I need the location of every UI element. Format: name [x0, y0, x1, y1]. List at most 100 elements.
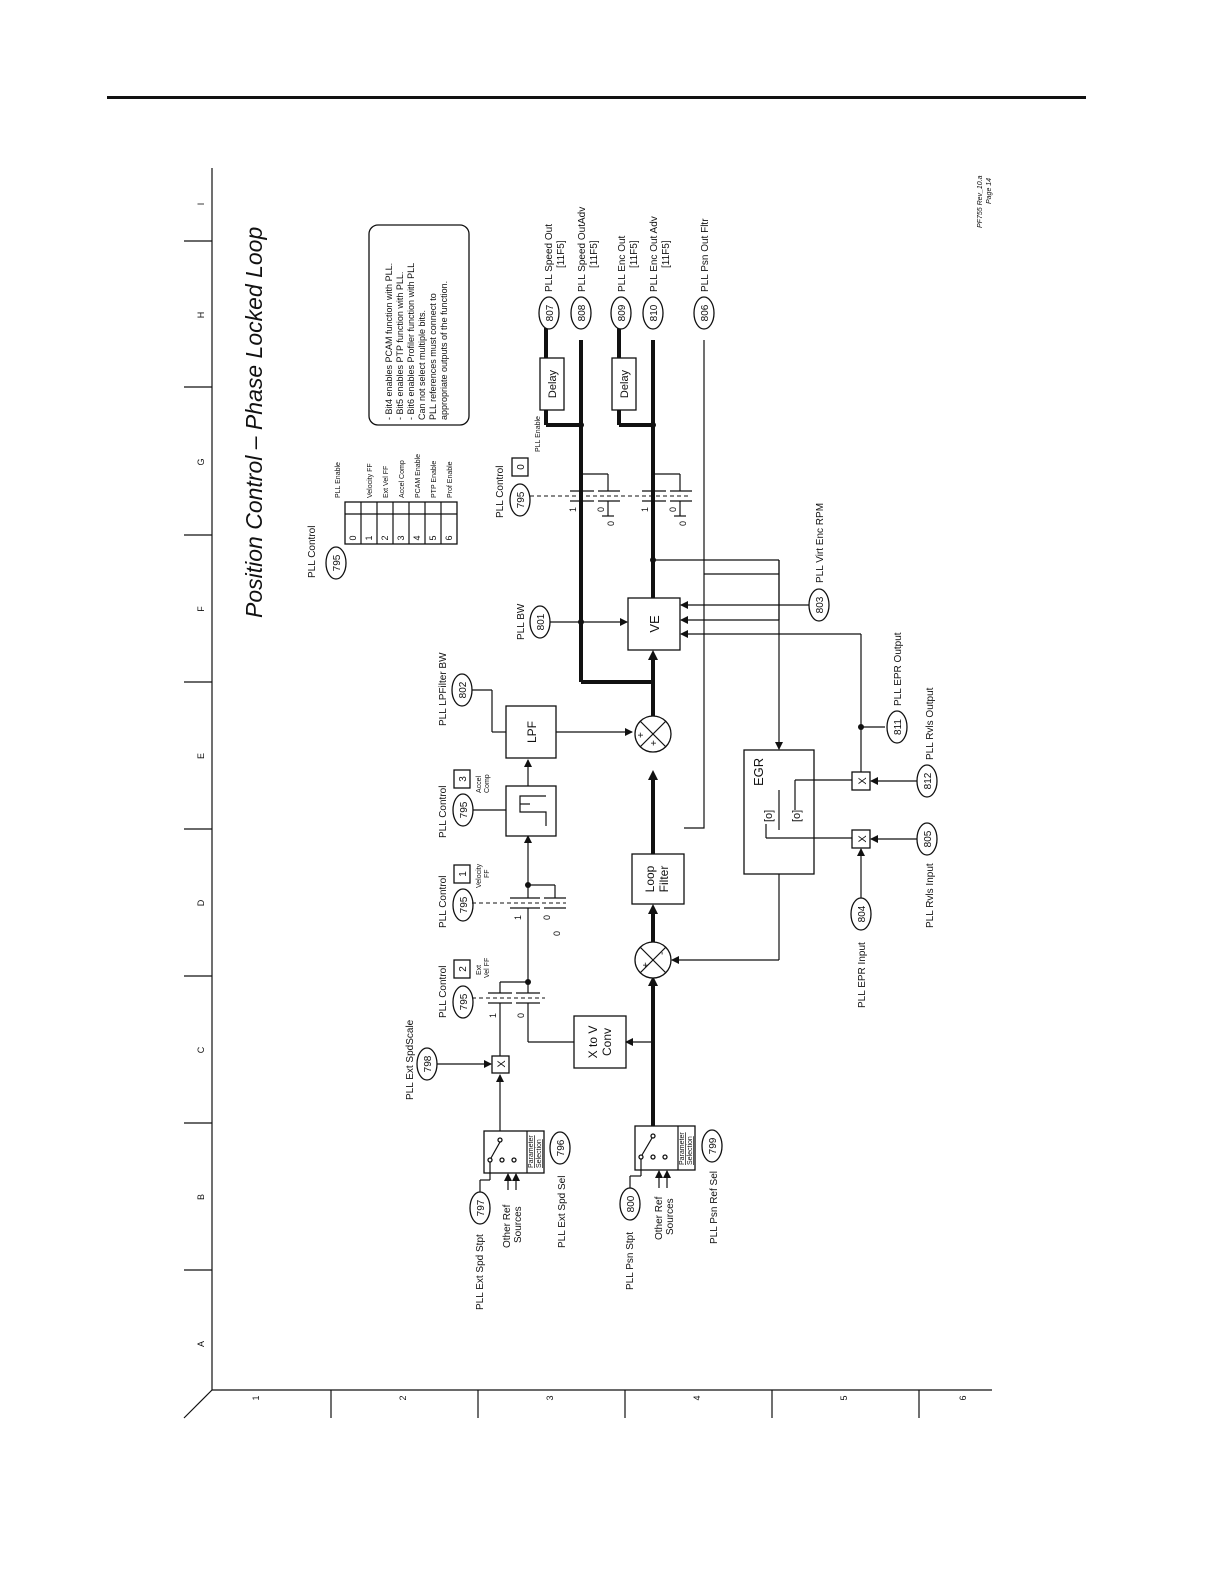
note-6: appropriate outputs of the function. [439, 281, 449, 420]
param-sel-1b: Selection [536, 1139, 543, 1168]
note-4: Can not select multiple bits. [417, 310, 427, 420]
notes-box: - Bit4 enables PCAM function with PLL. -… [368, 224, 470, 426]
table-bit-6: 6 [444, 535, 454, 540]
ext-vel-ff-a: Ext [476, 965, 483, 975]
label-pll-rvls-input: PLL Rvls Input [925, 863, 936, 928]
table-name-6: Prof Enable [447, 461, 454, 498]
sw2-on: 1 [513, 915, 523, 920]
param-811: 811 [893, 719, 904, 735]
egr-block: EGR [o] [o] [671, 560, 852, 964]
sum-upper-plus-b: + [649, 740, 660, 746]
right-params: 803 PLL Virt Enc RPM 811 PLL EPR Output … [808, 503, 938, 1008]
x-to-v-a: X to V [586, 1026, 600, 1059]
row-label-1: 1 [251, 1395, 261, 1400]
label-pll-epr-output: PLL EPR Output [893, 632, 904, 706]
param-795-bit0: 795 [516, 491, 527, 508]
ve-block: VE [627, 597, 681, 651]
sw1-on: 1 [488, 1013, 498, 1018]
note-1: - Bit4 enables PCAM function with PLL. [384, 263, 394, 420]
label-other-ref-1a: Other Ref [502, 1204, 513, 1248]
param-804: 804 [857, 905, 868, 922]
lpf-label: LPF [525, 721, 539, 743]
label-pll-ext-spdscale: PLL Ext SpdScale [405, 1019, 416, 1100]
pll-enable-switches: PLL Control 795 0 PLL Enable 1 0 0 1 0 0 [495, 416, 692, 526]
table-name-0: PLL Enable [335, 462, 342, 498]
mult-ext-scale: X [496, 1060, 508, 1068]
label-pll-speed-out-a: PLL Speed Out [544, 224, 555, 292]
label-pll-speed-outadv-a: PLL Speed OutAdv [577, 207, 588, 292]
col-label-d: D [196, 899, 206, 906]
pll-control-table: PLL Control 795 0 1 2 3 4 5 6 PLL Enable… [307, 454, 458, 580]
accel-comp-block: PLL Control 795 3 Accel Comp [438, 759, 557, 838]
label-pll-speed-out-b: [11F5] [556, 240, 567, 268]
param-809: 809 [617, 304, 628, 321]
param-803: 803 [815, 596, 826, 613]
param-810: 810 [649, 304, 660, 321]
junction-dot [650, 422, 656, 428]
table-name-5: PTP Enable [431, 461, 438, 498]
junction-dot [578, 422, 584, 428]
psn-input-section: PLL Psn Stpt 800 Other Ref Sources PLL P… [619, 976, 723, 1290]
accel-comp-b: Comp [484, 774, 491, 793]
label-pll-control-bit1: PLL Control [438, 876, 449, 928]
row-label-5: 5 [839, 1395, 849, 1400]
table-bit-1: 1 [364, 535, 374, 540]
col-label-i: I [196, 203, 206, 206]
bit-1-value: 1 [458, 871, 469, 877]
sw4-on: 1 [640, 507, 650, 512]
label-pll-enc-out-adv-b: [11F5] [661, 240, 672, 268]
bit-3-value: 3 [458, 776, 469, 782]
table-bit-0: 0 [348, 535, 358, 540]
label-pll-psn-ref-sel: PLL Psn Ref Sel [709, 1171, 720, 1244]
param-805: 805 [923, 830, 934, 847]
mult-rvls-input: X [857, 835, 869, 843]
revision-line-1: PF755 Rev_10.a [977, 175, 984, 228]
sw3-on: 1 [568, 507, 578, 512]
ext-vel-ff-b: Vel FF [484, 958, 491, 978]
param-802: 802 [458, 681, 469, 698]
param-798: 798 [423, 1055, 434, 1072]
grid-column-labels: A B C D E F G H I [196, 203, 206, 1347]
label-pll-lpfilter-bw: PLL LPFilter BW [438, 652, 449, 726]
grid-row-labels: 1 2 3 4 5 6 [251, 1395, 968, 1400]
param-812: 812 [923, 772, 934, 789]
top-rule [107, 96, 1086, 99]
egr-multipliers: X X [653, 559, 917, 898]
sw4-gnd: 0 [678, 521, 688, 526]
sum-upper-plus-a: + [636, 732, 647, 738]
table-name-2: Ext Vel FF [383, 466, 390, 498]
sw3-off: 0 [596, 507, 606, 512]
param-800: 800 [626, 1195, 637, 1212]
pll-control-table-param: 795 [332, 554, 343, 571]
col-label-b: B [196, 1194, 206, 1200]
sw1-off: 0 [516, 1013, 526, 1018]
param-sel-2b: Selection [687, 1136, 694, 1165]
col-label-h: H [196, 312, 206, 319]
revision-line-2: Page 14 [986, 178, 993, 204]
label-pll-epr-input: PLL EPR Input [857, 942, 868, 1008]
label-pll-enc-out-b: [11F5] [629, 240, 640, 268]
egr-o-upper: [o] [763, 810, 775, 822]
row-label-2: 2 [398, 1395, 408, 1400]
row-label-6: 6 [958, 1395, 968, 1400]
pll-enable-label: PLL Enable [535, 416, 542, 452]
row-label-3: 3 [545, 1395, 555, 1400]
table-name-3: Accel Comp [399, 460, 406, 498]
page-title: Position Control – Phase Locked Loop [241, 227, 267, 618]
sw3-gnd: 0 [606, 521, 616, 526]
output-section: Delay 807 808 Delay 809 810 806 PLL Spee… [538, 207, 715, 427]
col-label-e: E [196, 753, 206, 759]
note-3: - Bit6 enables Profiler function with PL… [406, 263, 416, 420]
bit-2-value: 2 [458, 966, 469, 972]
x-to-v-block: X to V Conv [573, 1015, 627, 1069]
label-pll-ext-spd-stpt: PLL Ext Spd Stpt [475, 1234, 486, 1310]
label-pll-enc-out-adv-a: PLL Enc Out Adv [649, 216, 660, 292]
label-pll-ext-spd-sel: PLL Ext Spd Sel [557, 1176, 568, 1248]
label-pll-rvls-output: PLL Rvls Output [925, 687, 936, 760]
col-label-g: G [196, 458, 206, 465]
egr-o-lower: [o] [791, 810, 803, 822]
label-pll-virt-enc-rpm: PLL Virt Enc RPM [815, 503, 826, 583]
label-pll-psn-stpt: PLL Psn Stpt [625, 1232, 636, 1290]
junction-dot [650, 557, 656, 563]
label-pll-speed-outadv-b: [11F5] [589, 240, 600, 268]
